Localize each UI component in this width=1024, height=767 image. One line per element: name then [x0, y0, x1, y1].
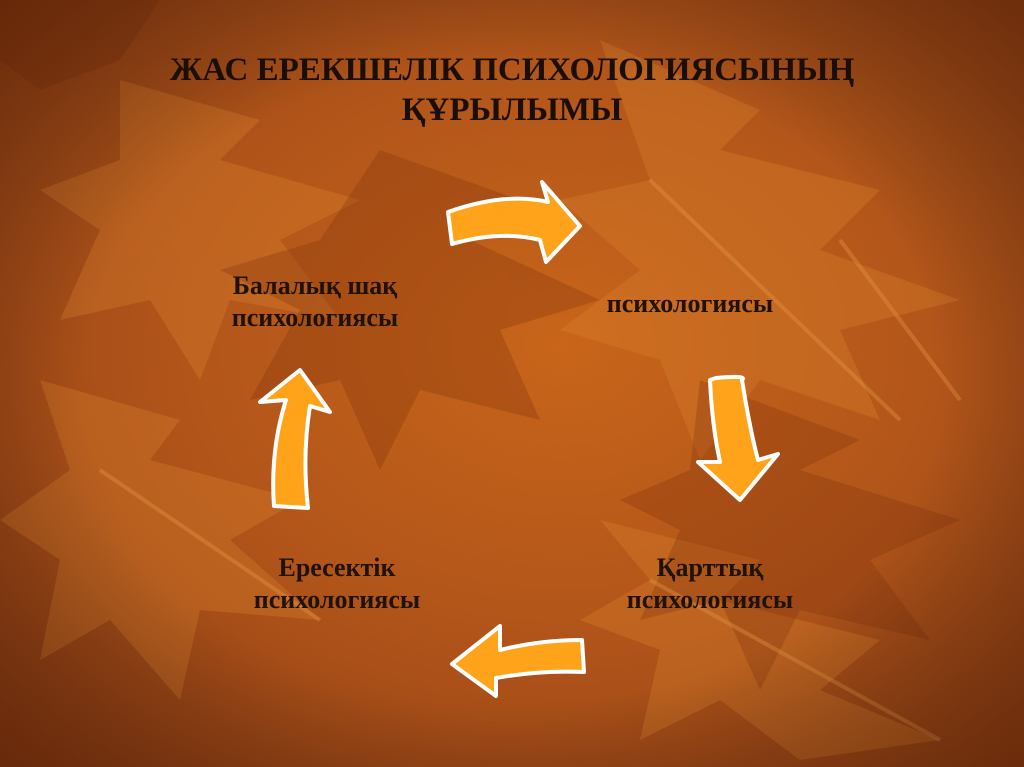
node-top-line-1: психологиясы: [606, 289, 774, 318]
arrow-right-icon: [446, 180, 582, 264]
node-childhood-line-2: психологиясы: [231, 303, 399, 332]
node-top: психологиясы: [560, 288, 820, 320]
node-adult-line-1: Ересектік: [278, 553, 396, 582]
arrow-left-icon: [450, 624, 586, 698]
node-old-age: Қарттық психологиясы: [580, 552, 840, 616]
title-line-1: ЖАС ЕРЕКШЕЛІК ПСИХОЛОГИЯСЫНЫҢ: [169, 52, 855, 88]
slide-title: ЖАС ЕРЕКШЕЛІК ПСИХОЛОГИЯСЫНЫҢ ҚҰРЫЛЫМЫ: [120, 50, 904, 130]
node-childhood: Балалық шақ психологиясы: [190, 270, 440, 334]
node-old-age-line-1: Қарттық: [656, 553, 764, 582]
node-adult-line-2: психологиясы: [253, 585, 421, 614]
arrow-down-icon: [696, 374, 780, 502]
node-old-age-line-2: психологиясы: [626, 585, 794, 614]
title-line-2: ҚҰРЫЛЫМЫ: [401, 92, 623, 128]
node-adult: Ересектік психологиясы: [212, 552, 462, 616]
node-childhood-line-1: Балалық шақ: [232, 271, 398, 300]
arrow-up-icon: [258, 368, 332, 510]
